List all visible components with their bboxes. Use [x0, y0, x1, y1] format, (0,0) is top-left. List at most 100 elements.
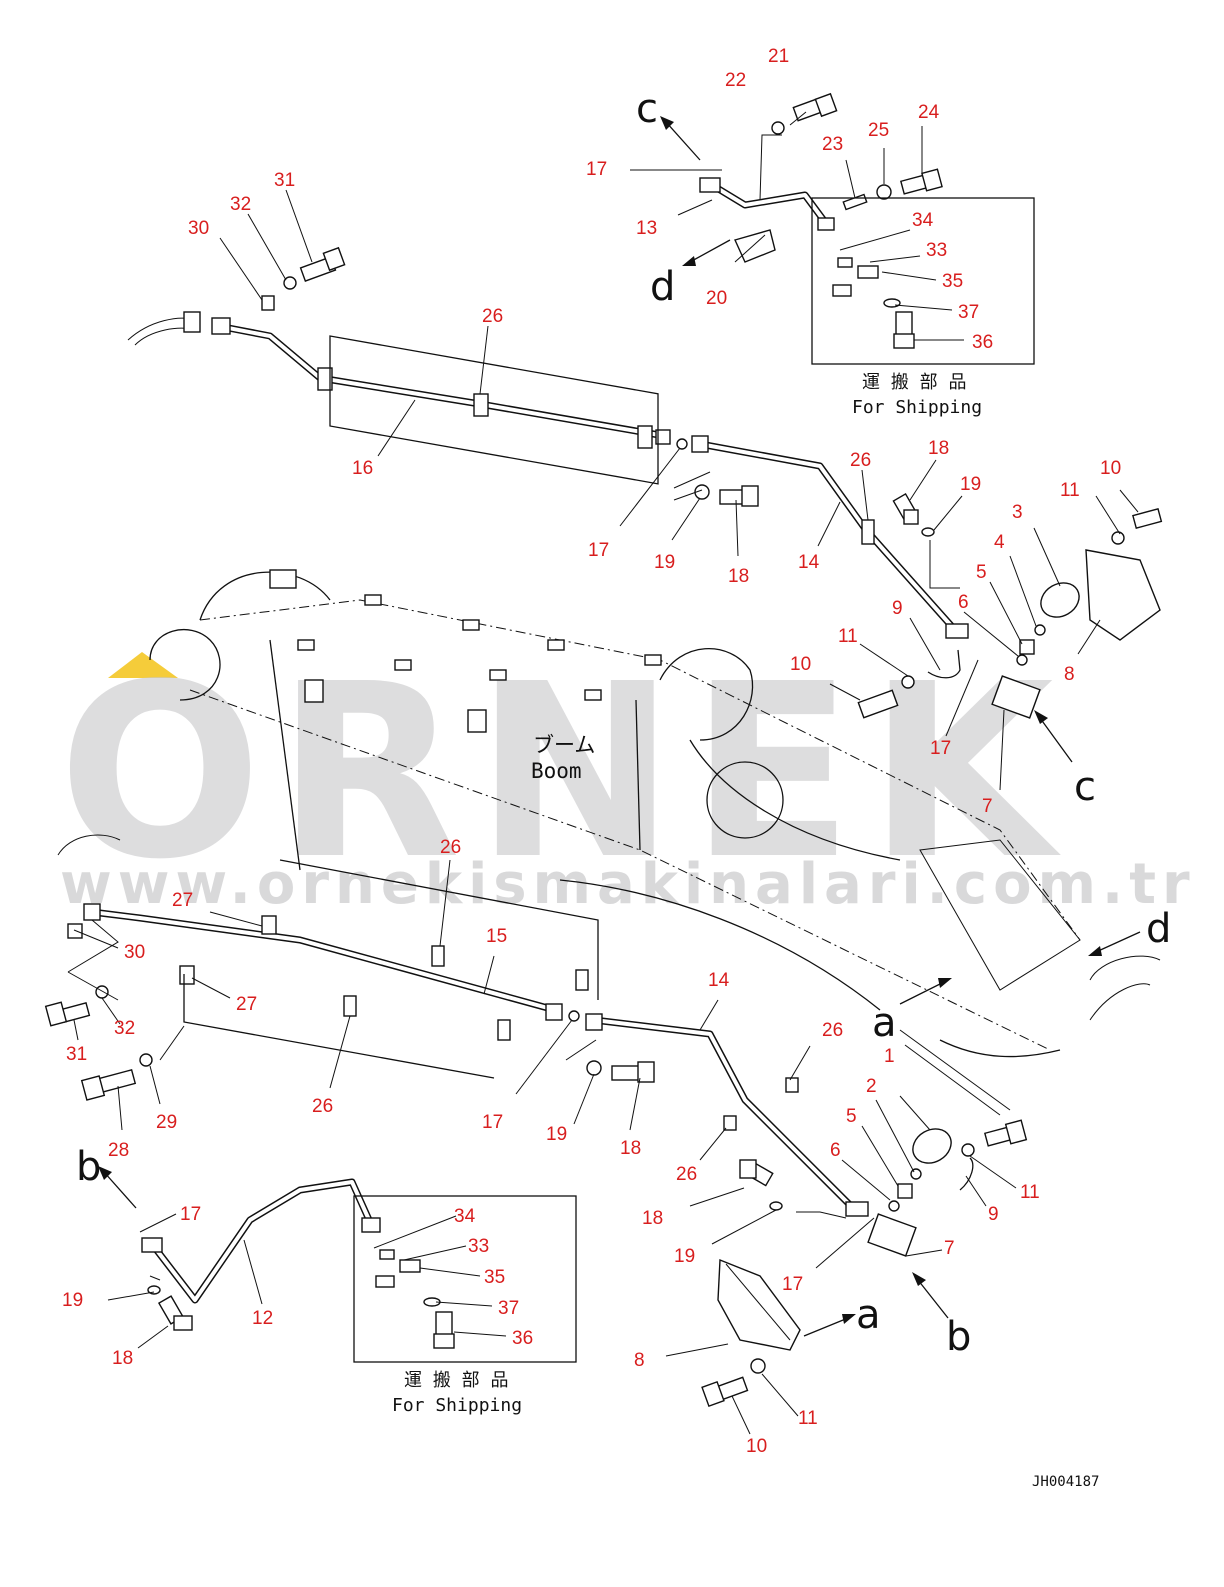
part-label: 19 [62, 1290, 83, 1311]
part-label: 26 [850, 450, 871, 471]
part-label: 14 [708, 970, 730, 991]
view-letter-d-top: d [650, 264, 675, 310]
part-label: 33 [926, 240, 947, 261]
part-label: 5 [976, 562, 987, 583]
part-label: 9 [988, 1204, 999, 1225]
view-letter-c-right: c [1074, 764, 1096, 810]
part-label: 18 [928, 438, 949, 459]
view-letters: c d c d a b a b [76, 86, 1171, 1360]
part-label: 9 [892, 598, 903, 619]
part-label: 30 [188, 218, 209, 239]
view-arrows [98, 116, 1141, 1337]
boom-outline: ブーム Boom [57, 317, 1161, 1116]
part-label: 26 [822, 1020, 843, 1041]
part-label: 4 [994, 532, 1005, 553]
part-label: 19 [960, 474, 981, 495]
part-label: 36 [972, 332, 993, 353]
part-label: 13 [636, 218, 657, 239]
part-labels-lower: 26 27 15 30 27 32 31 28 29 26 17 14 26 1… [62, 837, 1040, 1457]
part-label: 8 [634, 1350, 645, 1371]
view-letter-b-low: b [946, 1314, 971, 1360]
shipping-note-jp-top: 運 搬 部 品 [862, 372, 967, 393]
shipping-note-en-bottom: For Shipping [392, 1395, 522, 1416]
part-label: 25 [868, 120, 889, 141]
part-label: 21 [768, 46, 789, 67]
part-label: 34 [912, 210, 934, 231]
boom-label-en: Boom [531, 759, 582, 783]
watermark-url: www.ornekismakinalari.com.tr [60, 852, 1196, 917]
part-label: 24 [918, 102, 940, 123]
boom-clamps [269, 569, 662, 733]
part-label: 35 [942, 271, 963, 292]
part-label: 17 [482, 1112, 503, 1133]
part-label: 17 [180, 1204, 201, 1225]
part-label: 35 [484, 1267, 505, 1288]
part-label: 19 [654, 552, 675, 573]
part-label: 18 [112, 1348, 133, 1369]
shipping-note-en-top: For Shipping [852, 397, 982, 418]
part-label: 16 [352, 458, 373, 479]
part-label: 11 [1060, 480, 1080, 501]
view-letter-b-left: b [76, 1144, 101, 1190]
part-label: 31 [66, 1044, 87, 1065]
part-label: 18 [620, 1138, 641, 1159]
part-label: 10 [746, 1436, 767, 1457]
part-label: 10 [1100, 458, 1121, 479]
view-letter-d-right: d [1146, 906, 1171, 952]
part-label: 27 [236, 994, 257, 1015]
part-label: 26 [440, 837, 461, 858]
shipping-box-top [811, 197, 1035, 365]
part-label: 28 [108, 1140, 129, 1161]
part-label: 17 [782, 1274, 803, 1295]
part-label: 32 [114, 1018, 135, 1039]
part-label: 5 [846, 1106, 857, 1127]
part-label: 12 [252, 1308, 273, 1329]
part-label: 19 [546, 1124, 567, 1145]
part-label: 11 [838, 626, 858, 647]
view-letter-a-mid: a [872, 1000, 897, 1046]
lower-assembly [44, 859, 1028, 1408]
upper-assembly [183, 92, 1163, 719]
part-label: 14 [798, 552, 820, 573]
watermark-accent-shape [108, 652, 178, 678]
part-label: 26 [312, 1096, 333, 1117]
part-label: 23 [822, 134, 843, 155]
watermark: ORNEK www.ornekismakinalari.com.tr [58, 632, 1196, 917]
boom-label-jp: ブーム [533, 733, 595, 757]
part-label: 6 [958, 592, 969, 613]
part-label: 3 [1012, 502, 1023, 523]
part-label: 19 [674, 1246, 695, 1267]
notes: 運 搬 部 品 For Shipping 運 搬 部 品 For Shippin… [392, 372, 1099, 1490]
part-label: 27 [172, 890, 193, 911]
part-label: 17 [586, 159, 607, 180]
view-letter-a-low: a [856, 1292, 881, 1338]
part-label: 37 [498, 1298, 519, 1319]
part-label: 32 [230, 194, 251, 215]
part-label: 7 [982, 796, 993, 817]
part-label: 34 [454, 1206, 476, 1227]
part-label: 31 [274, 170, 295, 191]
view-letter-c-top: c [636, 86, 658, 132]
part-label: 33 [468, 1236, 489, 1257]
drawing-code: JH004187 [1032, 1474, 1099, 1490]
part-label: 30 [124, 942, 145, 963]
part-label: 18 [642, 1208, 663, 1229]
part-label: 26 [676, 1164, 697, 1185]
part-label: 11 [1020, 1182, 1040, 1203]
part-label: 17 [930, 738, 951, 759]
leader-lines [67, 111, 1139, 1435]
part-label: 7 [944, 1238, 955, 1259]
part-label: 26 [482, 306, 503, 327]
watermark-brand: ORNEK [58, 632, 1068, 912]
part-label: 37 [958, 302, 979, 323]
part-labels-upper: 21 22 17 23 25 24 13 20 34 33 35 37 36 3… [188, 46, 1121, 817]
shipping-box-bottom [353, 1195, 577, 1363]
part-label: 8 [1064, 664, 1075, 685]
part-label: 20 [706, 288, 727, 309]
part-label: 2 [866, 1076, 877, 1097]
part-label: 15 [486, 926, 507, 947]
part-label: 1 [884, 1046, 895, 1067]
part-label: 29 [156, 1112, 177, 1133]
part-label: 11 [798, 1408, 818, 1429]
